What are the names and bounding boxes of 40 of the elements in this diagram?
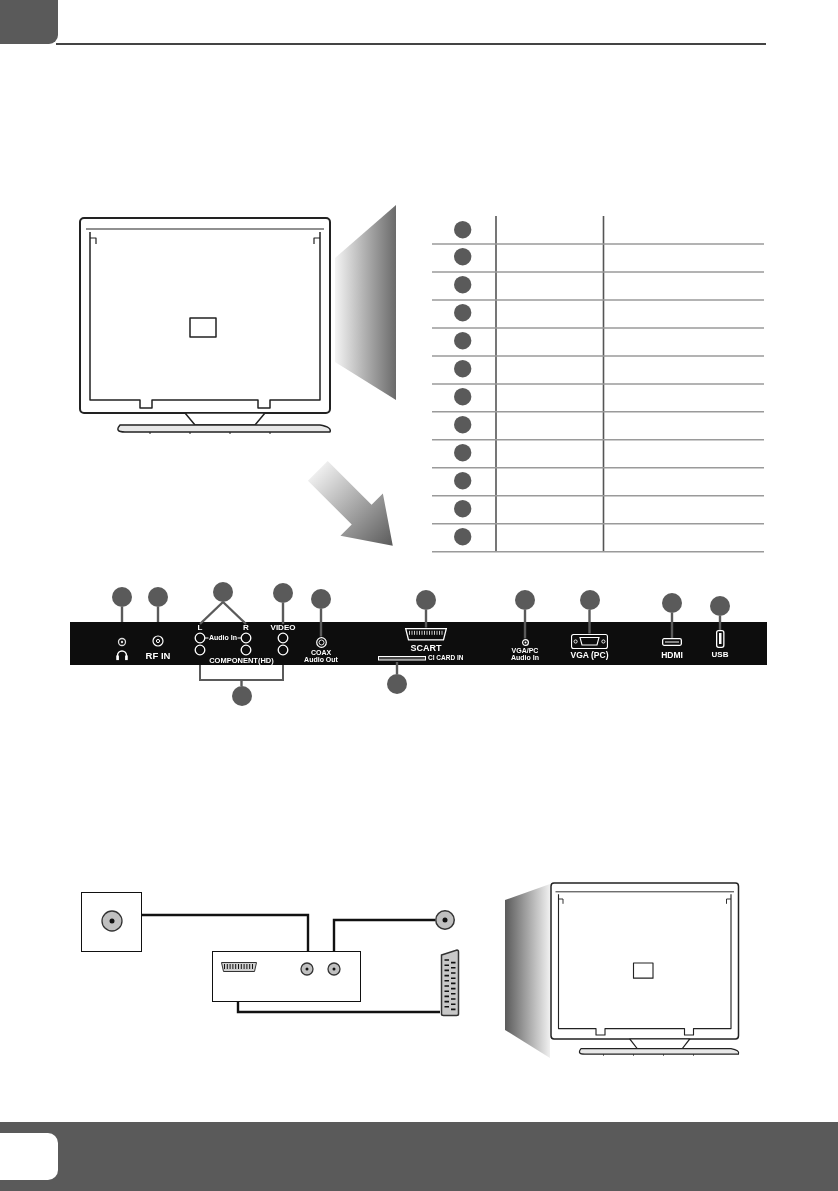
callout-circle	[710, 596, 730, 616]
wall-socket-plate	[81, 892, 142, 952]
leader-line	[281, 603, 285, 624]
leader-line	[222, 601, 247, 625]
callout-circle	[231, 686, 252, 706]
callout-circle	[273, 583, 293, 603]
callout-circle	[112, 587, 132, 607]
port-label: R	[241, 624, 251, 633]
leader-line	[588, 610, 591, 634]
leader-line	[424, 610, 428, 628]
leader-line	[156, 607, 160, 622]
port-label: SCART	[409, 643, 443, 653]
port-label: HDMI	[660, 650, 684, 660]
port-label: VGA (PC)	[569, 650, 610, 660]
scart-socket	[440, 949, 460, 1017]
leader-line	[120, 607, 124, 622]
leader-line	[319, 609, 323, 637]
callout-circle	[579, 590, 600, 610]
port-label: USB	[710, 650, 730, 659]
cable-line	[332, 918, 435, 951]
port-label: VIDEO	[268, 624, 298, 633]
callout-circle	[148, 587, 168, 607]
callout-circle	[311, 589, 331, 609]
leader-line	[240, 680, 243, 686]
callout-circle	[416, 590, 436, 610]
callout-circle	[213, 582, 233, 602]
leader-line	[523, 610, 527, 639]
callout-circle	[387, 674, 407, 694]
callout-circle	[662, 593, 682, 613]
leader-line	[718, 616, 722, 630]
leader-line	[670, 613, 674, 638]
leader-line	[395, 662, 399, 674]
port-label: RF IN	[144, 650, 172, 661]
callout-circle	[515, 590, 535, 610]
leader-line	[199, 601, 224, 625]
port-label: L	[195, 624, 205, 633]
receiver-box	[212, 951, 361, 1002]
cable-line	[236, 1002, 440, 1014]
cable-line	[142, 913, 310, 951]
coax-socket	[435, 910, 455, 930]
